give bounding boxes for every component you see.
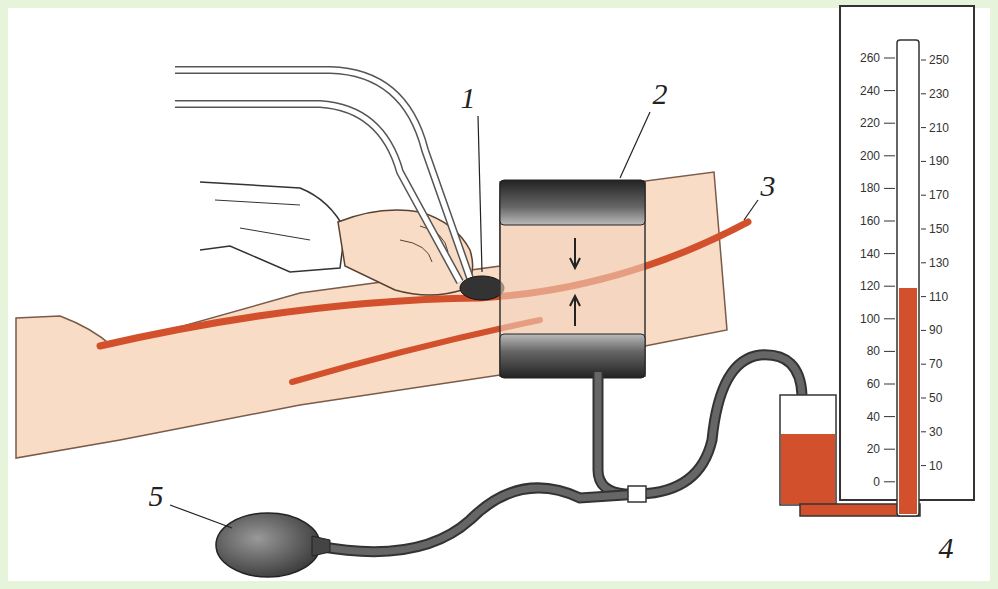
- scale-tick: [921, 262, 926, 263]
- hose-inner: [640, 355, 802, 494]
- scale-tick: [921, 93, 926, 94]
- leader-line: [170, 505, 232, 528]
- leader-line: [620, 112, 650, 178]
- sleeve-fold: [240, 228, 310, 240]
- scale-tick: [921, 330, 926, 331]
- scale-value: 230: [929, 88, 949, 100]
- mercury-reservoir: [780, 395, 836, 505]
- leader-line: [478, 116, 482, 272]
- scale-tick: [884, 221, 895, 222]
- mercury-column: [899, 288, 917, 514]
- scale-tick: [884, 90, 895, 91]
- stethoscope-tube: [175, 70, 470, 282]
- scale-value: 190: [929, 155, 949, 167]
- scale-value: 200: [860, 150, 880, 162]
- scale-value: 170: [929, 189, 949, 201]
- hose-outline: [640, 355, 802, 494]
- scale-tick: [884, 253, 895, 254]
- scale-tick: [921, 229, 926, 230]
- sleeve: [200, 182, 345, 272]
- scale-value: 180: [860, 182, 880, 194]
- hose-inner: [598, 372, 640, 494]
- cuff-band: [500, 334, 645, 378]
- finger: [400, 240, 432, 262]
- hose: [318, 355, 802, 552]
- scale-tick: [884, 416, 895, 417]
- scale-value: 250: [929, 54, 949, 66]
- scale-value: 60: [867, 378, 880, 390]
- scale-tick: [921, 195, 926, 196]
- scale-value: 240: [860, 85, 880, 97]
- scale-value: 120: [860, 280, 880, 292]
- hose-outline: [598, 372, 640, 494]
- scale-tick: [921, 127, 926, 128]
- scale-value: 110: [929, 291, 948, 303]
- scale-tick: [921, 161, 926, 162]
- scale-value: 50: [929, 392, 942, 404]
- scale-tick: [884, 123, 895, 124]
- scale-value: 150: [929, 223, 949, 235]
- scale-value: 80: [867, 345, 880, 357]
- glass-tube: [897, 40, 919, 516]
- scale-tick: [884, 481, 895, 482]
- scale-value: 160: [860, 215, 880, 227]
- scale-value: 0: [873, 476, 880, 488]
- scale-tick: [921, 60, 926, 61]
- stethoscope-head: [460, 276, 504, 300]
- bulb-valve: [312, 536, 330, 556]
- scale-ticks: [884, 58, 926, 482]
- scale-tick: [884, 155, 895, 156]
- scale-value: 40: [867, 411, 880, 423]
- arm: [16, 172, 727, 458]
- scale-value: 130: [929, 257, 949, 269]
- hose-inner: [318, 488, 640, 552]
- scale-tick: [884, 318, 895, 319]
- leader-line: [744, 200, 758, 220]
- sleeve-fold: [215, 200, 300, 205]
- scale-tick: [884, 351, 895, 352]
- scale-value: 260: [860, 52, 880, 64]
- callout-number: 4: [939, 533, 954, 563]
- scale-value: 140: [860, 248, 880, 260]
- hose-junction: [628, 486, 646, 502]
- scale-tick: [884, 384, 895, 385]
- mercury: [781, 434, 835, 504]
- callout-number: 1: [461, 83, 476, 113]
- scale-value: 20: [867, 443, 880, 455]
- scale-tick: [921, 296, 926, 297]
- cuff-band: [500, 180, 645, 225]
- scale-value: 210: [929, 122, 949, 134]
- hose-outline: [318, 488, 640, 552]
- tube-outline: [175, 104, 460, 282]
- scale-value: 70: [929, 358, 942, 370]
- pressure-arrow: [570, 296, 580, 326]
- scale-tick: [921, 465, 926, 466]
- scale-tick: [884, 188, 895, 189]
- scale-tick: [921, 364, 926, 365]
- pressure-arrow: [570, 238, 580, 268]
- pump-bulb: [216, 513, 320, 577]
- callout-number: 3: [761, 171, 776, 201]
- scale-tick: [884, 449, 895, 450]
- callout-number: 2: [653, 79, 668, 109]
- scale-tick: [884, 58, 895, 59]
- scale-tick: [884, 286, 895, 287]
- scale-tick: [921, 431, 926, 432]
- scale-value: 30: [929, 426, 942, 438]
- tube-inner: [175, 104, 460, 282]
- scale-tick: [921, 398, 926, 399]
- scale-value: 100: [860, 313, 880, 325]
- callout-number: 5: [149, 481, 164, 511]
- scale-value: 90: [929, 324, 942, 336]
- scale-value: 220: [860, 117, 880, 129]
- scale-value: 10: [929, 460, 942, 472]
